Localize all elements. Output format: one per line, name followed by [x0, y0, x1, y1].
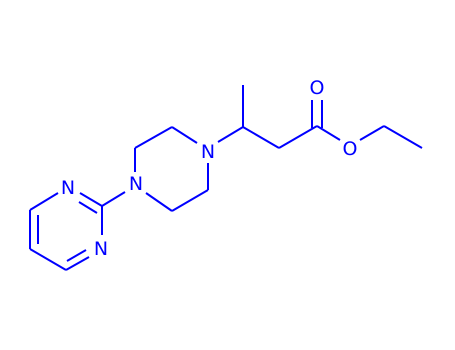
atom-o-carbonyl: O: [310, 77, 325, 99]
bond-ch-n: [217, 126, 244, 143]
bond-pyr-c4-n3: [65, 256, 90, 271]
atom-o-ester: O: [343, 138, 358, 160]
atom-n-pyrimidine-bottom: N: [94, 238, 108, 260]
bond-pyr-c2-n1-inner: [78, 201, 98, 214]
bond-c-ch2: [278, 125, 318, 149]
atom-n-piperazine-right: N: [201, 141, 215, 163]
bond-pyr-c4-n3-inner: [66, 249, 87, 262]
atom-labels: N N N N O O: [61, 77, 358, 260]
bond-ethyl-ch2-o: [359, 125, 385, 141]
atom-n-piperazine-left: N: [129, 173, 143, 195]
bond-lines: [29, 85, 423, 271]
bond-ch2-ch: [242, 126, 280, 149]
bond-pip-5: [171, 189, 209, 212]
bond-pyr-c2-n1: [79, 192, 103, 207]
bond-ester-o-c: [316, 125, 341, 141]
bond-pip-4: [145, 192, 173, 212]
bond-pip-1: [171, 126, 198, 144]
atom-n-pyrimidine-top: N: [61, 177, 75, 199]
bond-n-pyrimidine: [101, 191, 126, 207]
bond-ethyl-ch3: [383, 125, 423, 149]
bond-pip-2: [134, 126, 173, 149]
bond-pyr-n1-c6: [29, 192, 59, 211]
bond-pyr-c5-c4: [29, 248, 67, 271]
